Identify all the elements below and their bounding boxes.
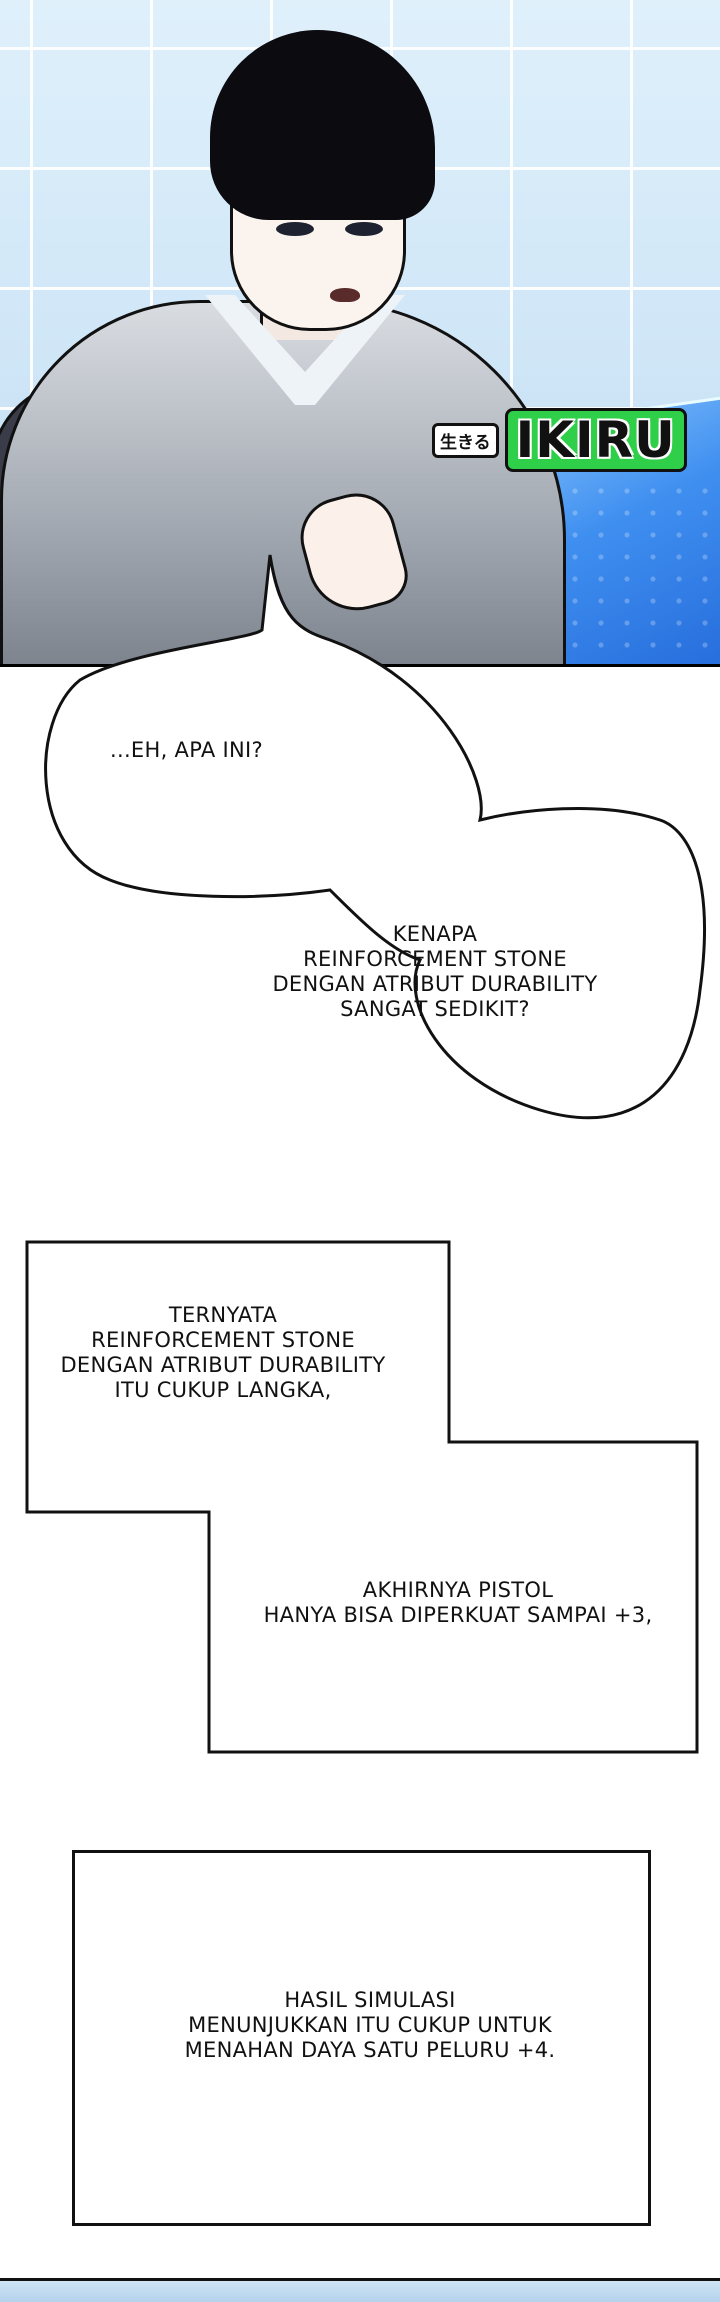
speech-text-1: ...EH, APA INI?	[110, 738, 263, 762]
narration-text-3: HASIL SIMULASI MENUNJUKKAN ITU CUKUP UNT…	[184, 1988, 556, 2062]
logo-small-text: 生きる	[432, 422, 499, 458]
logo-brand-text: IKIRU	[504, 408, 687, 472]
next-panel-edge	[0, 2278, 720, 2302]
character-eye-left	[276, 222, 314, 236]
ikiru-logo: 生きる IKIRU	[432, 408, 720, 472]
speech-text-2: KENAPA REINFORCEMENT STONE DENGAN ATRIBU…	[272, 922, 598, 1021]
narration-text-1: TERNYATA REINFORCEMENT STONE DENGAN ATRI…	[60, 1303, 386, 1402]
narration-text-2: AKHIRNYA PISTOL HANYA BISA DIPERKUAT SAM…	[263, 1578, 653, 1627]
narration-stepped-box	[25, 1240, 699, 1754]
speech-bubble	[44, 554, 706, 1120]
character-eye-right	[345, 222, 383, 236]
comic-panel-top: 生きる IKIRU	[0, 0, 720, 667]
narration-box-3	[72, 1850, 651, 2226]
character-mouth	[330, 288, 360, 302]
